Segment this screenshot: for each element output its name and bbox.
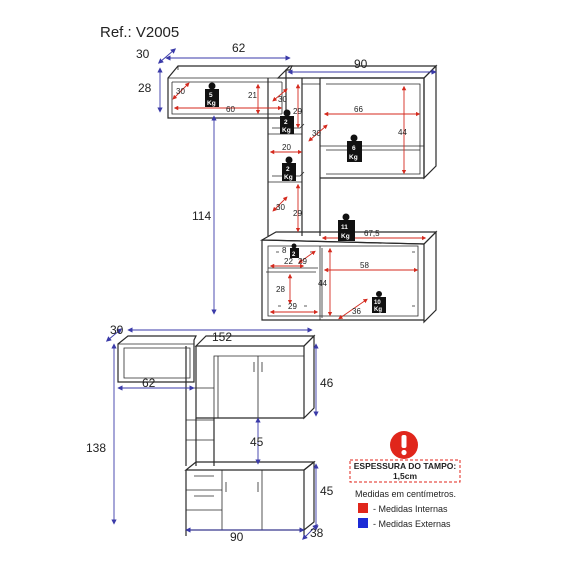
svg-text:22: 22 <box>284 257 293 266</box>
svg-text:29: 29 <box>298 257 307 266</box>
svg-text:36: 36 <box>352 307 361 316</box>
weight-tags: 5 Kg 2 Kg 6 Kg 2 Kg 11 Kg <box>205 82 386 313</box>
svg-text:2: 2 <box>286 166 290 173</box>
svg-text:Kg: Kg <box>207 100 216 107</box>
bottom-external-dimensions: 30 152 62 46 138 45 45 90 38 <box>86 323 334 544</box>
svg-text:20: 20 <box>282 143 291 152</box>
weight-tag-2kg-a: 2 Kg <box>280 109 294 134</box>
dim-30-top: 30 <box>136 47 150 61</box>
svg-text:58: 58 <box>360 261 369 270</box>
svg-text:Kg: Kg <box>374 307 382 313</box>
dim-46: 46 <box>320 376 334 390</box>
svg-text:66: 66 <box>354 105 363 114</box>
reference-title: Ref.: V2005 <box>100 24 179 41</box>
svg-text:21: 21 <box>248 91 257 100</box>
top-external-dimensions: 62 90 30 28 114 <box>136 41 437 315</box>
svg-text:30: 30 <box>278 95 287 104</box>
internal-label: - Medidas Internas <box>373 504 448 514</box>
dim-45-base: 45 <box>320 484 334 498</box>
top-internal-dimensions: 30 21 60 30 29 66 30 44 20 30 29 67,5 8 … <box>172 82 427 320</box>
svg-text:29: 29 <box>288 302 297 311</box>
svg-text:29: 29 <box>293 107 302 116</box>
svg-text:Kg: Kg <box>341 233 350 240</box>
svg-text:44: 44 <box>398 128 407 137</box>
svg-text:2: 2 <box>292 252 296 258</box>
svg-text:60: 60 <box>226 105 235 114</box>
dim-90-top: 90 <box>354 57 368 71</box>
units-note: Medidas em centímetros. <box>355 489 456 499</box>
svg-text:28: 28 <box>276 285 285 294</box>
dim-90-bottom: 90 <box>230 530 244 544</box>
weight-tag-10kg: 10 Kg <box>372 291 386 313</box>
tampo-thickness-box <box>349 459 461 483</box>
tampo-value: 1,5cm <box>393 471 418 481</box>
tampo-label: ESPESSURA DO TAMPO: <box>354 461 457 471</box>
dim-152: 152 <box>212 330 232 344</box>
svg-text:67,5: 67,5 <box>364 229 380 238</box>
svg-text:5: 5 <box>209 92 213 99</box>
dim-114: 114 <box>192 209 211 223</box>
external-swatch <box>358 518 368 528</box>
svg-text:6: 6 <box>352 145 356 152</box>
external-label: - Medidas Externas <box>373 519 451 529</box>
svg-text:Kg: Kg <box>282 127 291 134</box>
svg-text:8: 8 <box>282 246 287 255</box>
weight-tag-6kg: 6 Kg <box>347 134 362 162</box>
legend: ESPESSURA DO TAMPO: 1,5cm Medidas em cen… <box>349 431 461 529</box>
weight-tag-5kg: 5 Kg <box>205 82 219 107</box>
svg-text:44: 44 <box>318 279 327 288</box>
svg-text:29: 29 <box>293 209 302 218</box>
dim-138: 138 <box>86 441 106 455</box>
bottom-drawing <box>117 334 316 536</box>
svg-text:30: 30 <box>176 87 185 96</box>
dim-62-top: 62 <box>232 41 246 55</box>
weight-tag-2kg-b: 2 Kg <box>282 156 296 181</box>
svg-text:Kg: Kg <box>284 174 293 181</box>
weight-tag-11kg: 11 Kg <box>338 213 355 241</box>
dim-62-bottom: 62 <box>142 376 156 390</box>
dim-38: 38 <box>310 526 324 540</box>
dim-28: 28 <box>138 81 152 95</box>
svg-text:10: 10 <box>374 300 381 306</box>
dim-45-middle: 45 <box>250 435 264 449</box>
dim-30-bottom: 30 <box>110 323 124 337</box>
warning-icon <box>390 431 418 459</box>
weight-tag-2kg-c: 2 <box>290 243 299 258</box>
svg-text:11: 11 <box>341 224 348 231</box>
svg-text:Kg: Kg <box>349 154 358 161</box>
svg-text:30: 30 <box>312 129 321 138</box>
top-drawing <box>167 64 438 324</box>
svg-text:30: 30 <box>276 203 285 212</box>
svg-text:2: 2 <box>284 119 288 126</box>
internal-swatch <box>358 503 368 513</box>
